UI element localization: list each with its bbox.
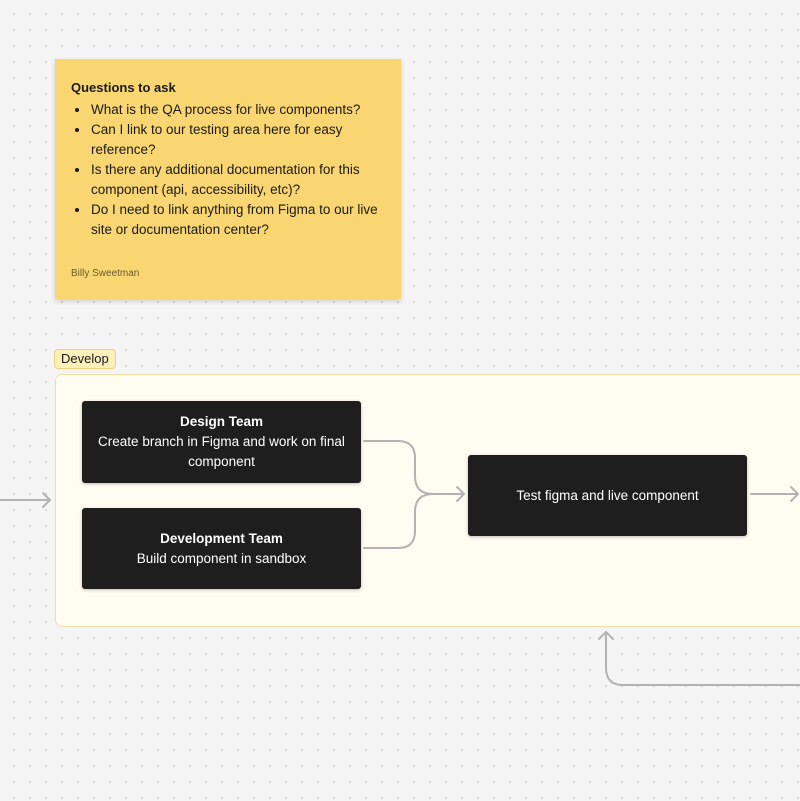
list-item: What is the QA process for live componen… xyxy=(90,100,385,120)
node-body: Test figma and live component xyxy=(516,487,699,503)
arrowhead-incoming xyxy=(42,492,51,508)
arrowhead-loop-back xyxy=(598,631,614,640)
connector-loop-back[interactable] xyxy=(605,631,800,686)
node-title: Design Team xyxy=(179,414,264,429)
arrowhead-outgoing xyxy=(790,486,799,502)
node-title: Development Team xyxy=(160,530,283,546)
section-label[interactable]: Develop xyxy=(54,349,116,369)
list-item: Do I need to link anything from Figma to… xyxy=(90,200,385,240)
node-test-component[interactable]: Test figma and live component xyxy=(468,455,747,536)
sticky-note[interactable]: Questions to ask What is the QA process … xyxy=(55,59,401,299)
list-item: Is there any additional documentation fo… xyxy=(90,160,385,200)
node-body: Create branch in Figma and work on final… xyxy=(98,434,345,469)
sticky-note-title: Questions to ask xyxy=(71,80,176,95)
node-development-team[interactable]: Development Team Build component in sand… xyxy=(82,508,361,589)
sticky-note-list: What is the QA process for live componen… xyxy=(71,100,385,240)
node-body: Build component in sandbox xyxy=(136,550,307,566)
list-item: Can I link to our testing area here for … xyxy=(90,120,385,160)
sticky-note-author: Billy Sweetman xyxy=(71,268,140,279)
node-design-team[interactable]: Design Team Create branch in Figma and w… xyxy=(82,401,361,483)
connector-design-to-test[interactable] xyxy=(363,440,465,495)
arrowhead-test-input xyxy=(456,486,465,502)
connector-dev-to-test[interactable] xyxy=(363,493,465,549)
